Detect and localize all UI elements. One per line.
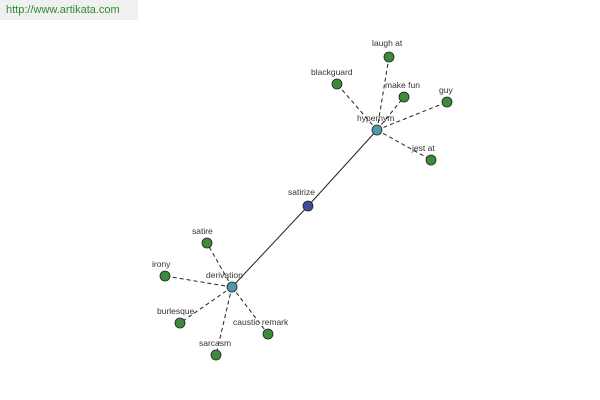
node-label-make-fun: make fun bbox=[385, 80, 420, 90]
node-dot-derivation[interactable] bbox=[226, 281, 238, 293]
node-dot-irony[interactable] bbox=[159, 270, 171, 282]
node-label-derivation: derivation bbox=[206, 270, 243, 280]
node-dot-satire[interactable] bbox=[201, 237, 213, 249]
node-label-sarcasm: sarcasm bbox=[199, 338, 231, 348]
edge-hypernym-make-fun bbox=[376, 96, 405, 131]
edge-hypernym-blackguard bbox=[336, 83, 378, 131]
leaf-node-jest-at[interactable]: jest at bbox=[411, 143, 437, 166]
edge-hypernym-jest-at bbox=[376, 129, 432, 161]
edge-hypernym-laugh-at bbox=[376, 56, 390, 131]
leaf-node-sarcasm[interactable]: sarcasm bbox=[199, 338, 231, 361]
node-dot-sarcasm[interactable] bbox=[210, 349, 222, 361]
leaf-node-irony[interactable]: irony bbox=[152, 259, 171, 282]
leaf-node-satire[interactable]: satire bbox=[192, 226, 213, 249]
edge-satirize-derivation bbox=[231, 205, 309, 288]
edge-derivation-satire bbox=[206, 242, 233, 288]
hub-node-hypernym[interactable]: hypernym bbox=[357, 113, 394, 136]
hub-node-derivation[interactable]: derivation bbox=[206, 270, 243, 293]
edge-hypernym-guy bbox=[376, 101, 448, 131]
node-label-burlesque: burlesque bbox=[157, 306, 195, 316]
node-dot-make-fun[interactable] bbox=[398, 91, 410, 103]
edges-layer bbox=[164, 56, 448, 356]
leaf-node-laugh-at[interactable]: laugh at bbox=[372, 38, 403, 63]
node-label-laugh-at: laugh at bbox=[372, 38, 403, 48]
edge-derivation-sarcasm bbox=[215, 286, 233, 356]
node-dot-guy[interactable] bbox=[441, 96, 453, 108]
node-dot-laugh-at[interactable] bbox=[383, 51, 395, 63]
center-node-satirize[interactable]: satirize bbox=[288, 187, 315, 212]
nodes-layer: laugh at blackguard make fun guy jest at sati… bbox=[152, 38, 453, 361]
node-label-satirize: satirize bbox=[288, 187, 315, 197]
node-dot-satirize[interactable] bbox=[302, 200, 314, 212]
node-label-caustic-remark: caustic remark bbox=[233, 317, 289, 327]
node-label-irony: irony bbox=[152, 259, 171, 269]
leaf-node-burlesque[interactable]: burlesque bbox=[157, 306, 195, 329]
node-dot-caustic-remark[interactable] bbox=[262, 328, 274, 340]
node-dot-hypernym[interactable] bbox=[371, 124, 383, 136]
leaf-node-blackguard[interactable]: blackguard bbox=[311, 67, 353, 90]
leaf-node-guy[interactable]: guy bbox=[439, 85, 453, 108]
node-label-hypernym: hypernym bbox=[357, 113, 394, 123]
edge-satirize-hypernym bbox=[307, 129, 378, 207]
node-label-blackguard: blackguard bbox=[311, 67, 353, 77]
node-label-guy: guy bbox=[439, 85, 453, 95]
node-dot-burlesque[interactable] bbox=[174, 317, 186, 329]
node-label-jest-at: jest at bbox=[411, 143, 435, 153]
edge-derivation-burlesque bbox=[179, 286, 233, 324]
node-dot-jest-at[interactable] bbox=[425, 154, 437, 166]
node-dot-blackguard[interactable] bbox=[331, 78, 343, 90]
node-label-satire: satire bbox=[192, 226, 213, 236]
leaf-node-caustic-remark[interactable]: caustic remark bbox=[233, 317, 289, 340]
source-url-link[interactable]: http://www.artikata.com bbox=[0, 0, 138, 20]
leaf-node-make-fun[interactable]: make fun bbox=[385, 80, 420, 103]
edge-derivation-caustic-remark bbox=[231, 286, 269, 335]
edge-derivation-irony bbox=[164, 275, 233, 288]
